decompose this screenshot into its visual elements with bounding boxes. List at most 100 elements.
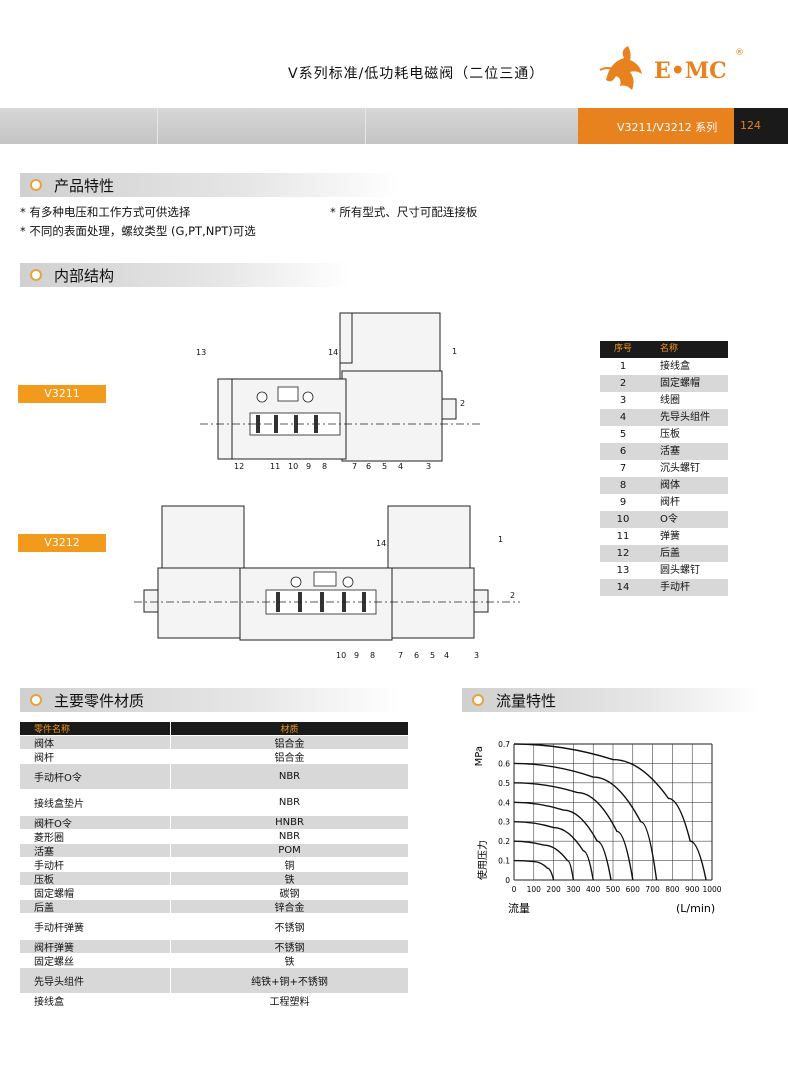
page-number: 124 [740,119,761,132]
part-number: 8 [619,480,627,491]
callout-label: 9 [306,462,311,471]
part-name: 接线盒 [34,997,64,1008]
callout-label: 8 [370,651,375,660]
section-features: 产品特性 [20,173,400,197]
material: 铝合金 [170,736,408,750]
y-tick-label: 0.3 [498,818,510,827]
part-name: 固定螺帽 [34,889,74,900]
x-tick-label: 800 [665,885,680,894]
table-row: 手动杆弹簧不锈钢 [20,914,408,940]
header-cell: 序号 [613,344,632,354]
part-name: 阀体 [660,480,680,491]
part-number: 11 [616,531,630,542]
x-tick-label: 700 [645,885,660,894]
callout-label: 4 [398,462,403,471]
x-tick-label: 200 [546,885,561,894]
material: 工程塑料 [170,994,408,1008]
part-name: 圆头螺钉 [660,565,700,576]
part-number: 2 [619,378,627,389]
table-row: 固定螺丝铁 [20,954,408,968]
series-line [513,782,634,881]
part-number: 13 [616,565,630,576]
y-axis-label: 使用压力 [476,840,489,880]
series-line [513,821,594,881]
x-tick-label: 500 [606,885,621,894]
part-name: 手动杆O令 [34,773,82,784]
series-line [513,801,612,881]
part-name: 后盖 [660,548,680,559]
table-row: 手动杆铜 [20,858,408,872]
part-name: 阀杆弹簧 [34,943,74,954]
section-flow: 流量特性 [462,688,762,712]
y-tick-label: 0.7 [498,740,510,749]
x-tick-label: 400 [586,885,601,894]
series-line [513,840,575,881]
part-name: 手动杆 [660,582,690,593]
callout-label: 6 [366,462,371,471]
part-name: 固定螺帽 [660,378,700,389]
y-tick-label: 0.1 [498,857,510,866]
callout-label: 1 [498,535,503,544]
callout-label: 7 [398,651,403,660]
x-tick-label: 900 [685,885,700,894]
part-number: 7 [619,463,627,474]
bullet-icon [30,179,42,191]
part-number: 14 [616,582,630,593]
part-name: 手动杆弹簧 [34,923,84,934]
callout-label: 4 [444,651,449,660]
table-row: 接线盒 工程塑料 [20,994,408,1008]
table-row: 8 阀体 [600,477,728,494]
callout-label: 2 [460,399,465,408]
variant-label-v3211: V3211 [18,385,106,403]
feature-item: * 不同的表面处理，螺纹类型 (G,PT,NPT)可选 [20,224,256,238]
part-name: 接线盒垫片 [34,799,84,810]
part-number: 12 [616,548,630,559]
callout-label: 10 [336,651,346,660]
feature-item: * 所有型式、尺寸可配连接板 [330,205,478,219]
part-number: 3 [619,395,627,406]
section-materials: 主要零件材质 [20,688,400,712]
y-unit-label: MPa [474,746,485,766]
callout-label: 6 [414,651,419,660]
part-name: 弹簧 [660,531,680,542]
part-name: 手动杆 [34,861,64,872]
table-row: 13 圆头螺钉 [600,562,728,579]
material: HNBR [170,816,408,829]
variant-label-v3212: V3212 [18,534,106,552]
material: NBR [170,790,408,815]
table-row: 固定螺帽碳钢 [20,886,408,900]
table-row: 11 弹簧 [600,528,728,545]
v3211-section-drawing: 13 14 1 2 12 11 10 9 8 7 6 5 4 3 [196,312,480,471]
part-name: 活塞 [34,847,54,858]
callout-label: 7 [352,462,357,471]
callout-label: 2 [510,591,515,600]
registered-mark: ® [735,48,744,58]
series-badge [578,108,734,144]
table-row: 2 固定螺帽 [600,375,728,392]
series-line [513,743,707,881]
callout-label: 14 [376,539,386,548]
table-header: 零件名称 材质 [20,722,408,736]
material: 纯铁+铜+不锈钢 [170,968,408,993]
part-number: 10 [616,514,630,525]
material: 不锈钢 [170,940,408,954]
part-name: 压板 [660,429,680,440]
material: 铁 [170,872,408,886]
part-name: 固定螺丝 [34,957,74,968]
feature-item: * 有多种电压和工作方式可供选择 [20,205,191,219]
callout-label: 3 [474,651,479,660]
callout-label: 1 [452,347,457,356]
bullet-icon [30,269,42,281]
part-number: 9 [619,497,627,508]
table-row: 阀杆弹簧 不锈钢 [20,940,408,954]
material: NBR [170,830,408,843]
section-structure: 内部结构 [20,263,350,287]
y-tick-label: 0.4 [498,798,510,807]
